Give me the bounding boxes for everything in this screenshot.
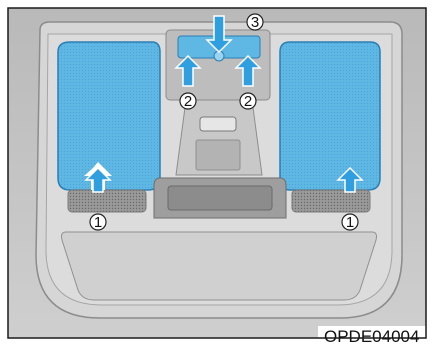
left-map-lamp-lens[interactable] bbox=[58, 42, 160, 190]
left-lamp-switch[interactable] bbox=[68, 190, 146, 212]
sunglass-holder-button[interactable] bbox=[200, 117, 236, 131]
console-tray-inner bbox=[168, 186, 272, 210]
center-recess bbox=[196, 140, 240, 170]
callout-room-lamp: 3 bbox=[247, 14, 263, 31]
callout-number: 1 bbox=[94, 214, 102, 231]
callout-number: 2 bbox=[184, 93, 192, 110]
right-map-lamp-lens[interactable] bbox=[280, 42, 380, 190]
callout-number: 2 bbox=[244, 93, 252, 110]
right-lamp-switch[interactable] bbox=[292, 190, 370, 212]
storage-lid bbox=[62, 232, 377, 300]
callout-number: 3 bbox=[251, 14, 259, 31]
callout-map-lamp-left: 1 bbox=[90, 214, 106, 231]
callout-door-switch-left: 2 bbox=[180, 93, 196, 110]
callout-map-lamp-right: 1 bbox=[342, 214, 358, 231]
callout-number: 1 bbox=[346, 214, 354, 231]
callout-door-switch-right: 2 bbox=[240, 93, 256, 110]
figure-code: OPDE04004 bbox=[324, 327, 419, 346]
